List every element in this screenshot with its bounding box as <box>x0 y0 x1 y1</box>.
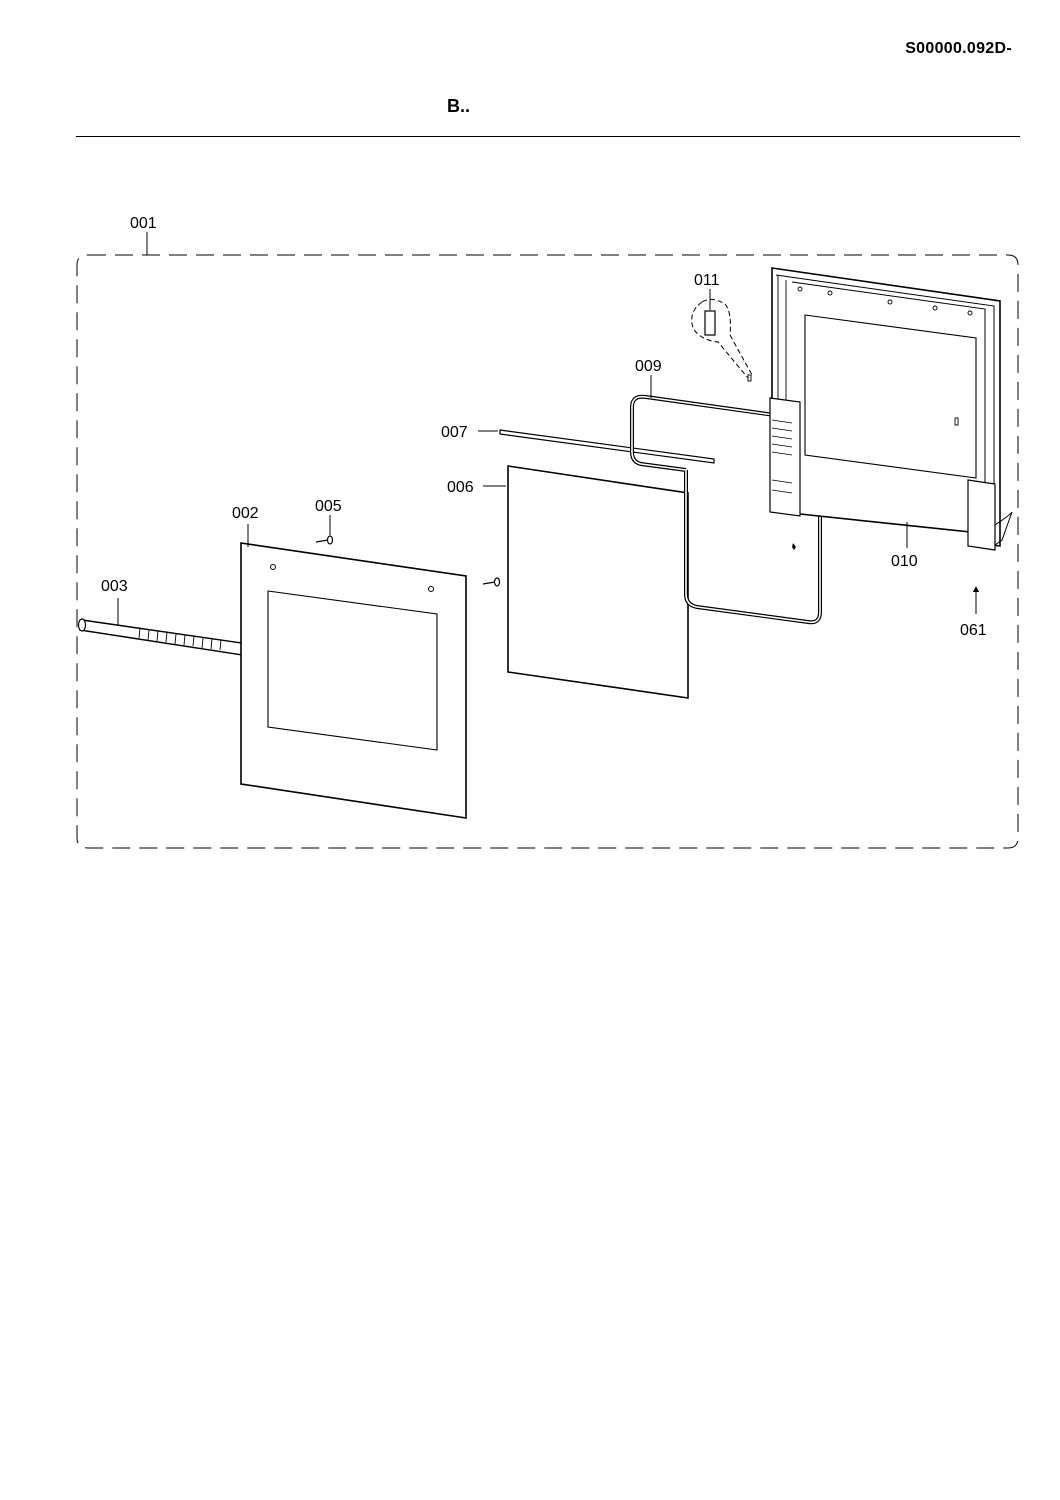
label-061: 061 <box>960 622 987 639</box>
label-009: 009 <box>635 358 662 375</box>
label-006: 006 <box>447 479 474 496</box>
label-007: 007 <box>441 424 468 441</box>
strip-part[interactable] <box>478 429 715 464</box>
outer-door-panel-part[interactable] <box>240 524 467 819</box>
inner-glass-part[interactable] <box>483 465 689 699</box>
label-001: 001 <box>130 215 157 232</box>
inner-door-frame-part[interactable] <box>769 267 1013 551</box>
screw-part[interactable] <box>315 515 501 587</box>
label-010: 010 <box>891 553 918 570</box>
detail-part[interactable] <box>691 289 753 382</box>
fastener-part[interactable] <box>973 586 979 614</box>
page-title: B.. <box>447 96 471 116</box>
document-code: S00000.092D- <box>905 40 1012 57</box>
label-003: 003 <box>101 578 128 595</box>
header-divider <box>76 136 1020 137</box>
assembly-group-boundary <box>76 232 1019 849</box>
label-011: 011 <box>694 272 720 289</box>
label-005: 005 <box>315 498 342 515</box>
label-002: 002 <box>232 505 259 522</box>
